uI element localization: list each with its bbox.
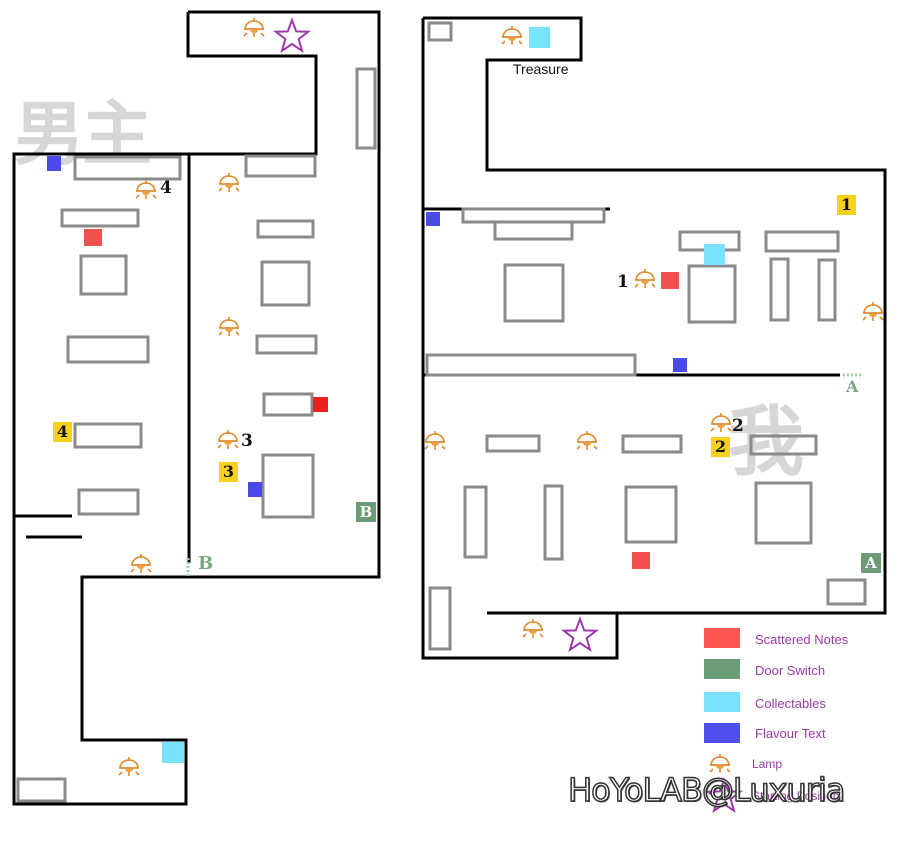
star-icon	[274, 19, 310, 52]
right-furniture	[425, 21, 867, 651]
left-building-walls	[12, 10, 381, 806]
right-building-walls	[421, 16, 887, 660]
door-b-label: B	[198, 553, 214, 574]
legend-label-collectables: Collectables	[755, 696, 826, 711]
lamp-icon	[218, 172, 240, 193]
legend-label-start: Starting Position	[752, 789, 840, 803]
lamp-icon	[135, 179, 157, 200]
flavour-text-marker[interactable]	[248, 482, 262, 497]
number-label-3: 3	[241, 431, 253, 451]
lamp-icon	[130, 553, 152, 574]
lamp-icon	[424, 430, 446, 451]
legend-swatch-collectables	[704, 692, 740, 712]
left-furniture	[16, 67, 377, 803]
lamp-icon	[522, 618, 544, 639]
legend-swatch-notes	[704, 628, 740, 648]
scattered-note-marker[interactable]	[632, 552, 650, 569]
lamp-icon	[118, 756, 140, 777]
lamp-icon	[217, 429, 239, 450]
number-badge-1[interactable]: 1	[837, 195, 856, 215]
flavour-text-marker[interactable]	[673, 358, 687, 372]
number-badge-4[interactable]: 4	[53, 422, 72, 442]
door-gaps	[186, 373, 861, 576]
lamp-icon	[576, 430, 598, 451]
lamp-icon	[710, 412, 732, 433]
lamp-icon	[218, 316, 240, 337]
lamp-icon	[243, 17, 265, 38]
legend-swatch-switch	[704, 659, 740, 679]
flavour-text-marker[interactable]	[47, 156, 61, 171]
lamp-icon	[862, 301, 884, 322]
number-badge-3[interactable]: 3	[219, 462, 238, 482]
star-icon	[562, 618, 598, 651]
collectable-marker[interactable]	[704, 244, 725, 265]
credit-watermark: HoYoLAB@Luxuria	[567, 770, 846, 810]
number-badge-2[interactable]: 2	[711, 437, 730, 457]
treasure-label: Treasure	[513, 61, 569, 77]
lamp-icon	[634, 268, 656, 289]
scattered-note-marker[interactable]	[661, 272, 679, 289]
door-switch-a[interactable]: A	[861, 553, 881, 573]
lamp-icon	[501, 25, 523, 46]
flavour-text-marker[interactable]	[426, 212, 440, 226]
scattered-note-marker[interactable]	[313, 397, 328, 412]
collectable-marker[interactable]	[529, 27, 550, 48]
legend-swatch-flavour	[704, 723, 740, 743]
collectable-marker[interactable]	[162, 742, 184, 763]
door-switch-b[interactable]: B	[356, 502, 376, 522]
number-label-2: 2	[732, 416, 744, 436]
scattered-note-marker[interactable]	[84, 229, 102, 246]
legend-label-lamp: Lamp	[752, 757, 783, 771]
number-label-4: 4	[160, 178, 172, 198]
legend-label-switch: Door Switch	[755, 663, 826, 678]
door-a-label: A	[846, 377, 859, 396]
legend-label-flavour: Flavour Text	[755, 726, 826, 741]
legend-label-notes: Scattered Notes	[755, 632, 849, 647]
number-label-1: 1	[617, 272, 629, 292]
